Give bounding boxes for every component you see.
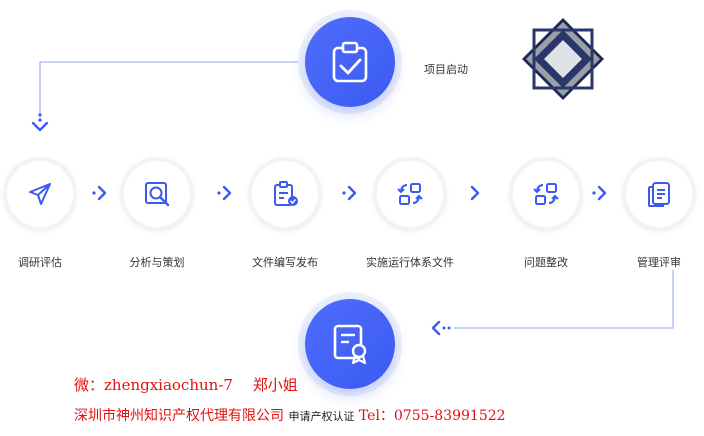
end-node (298, 292, 402, 396)
cycle-icon (533, 183, 559, 205)
step-5-label: 问题整改 (524, 256, 568, 269)
step-6-node (622, 157, 696, 231)
right-arrow-icon (592, 185, 607, 201)
step-2-node (120, 157, 194, 231)
company-watermark: 深圳市神州知识产权代理有限公司 申请产权认证 Tel：0755-83991522 (74, 405, 506, 425)
step-6-label: 管理评审 (637, 256, 681, 269)
step-1-label: 调研评估 (18, 256, 62, 269)
send-icon (29, 183, 51, 205)
phone-text: Tel：0755-83991522 (358, 408, 506, 424)
step-2-label: 分析与策划 (129, 256, 185, 269)
step-4-label: 实施运行体系文件 (366, 256, 454, 269)
contact-watermark: 微：zhengxiaochun-7 郑小姐 (74, 376, 298, 394)
cycle-icon (397, 183, 423, 205)
down-arrow-icon (31, 113, 49, 132)
start-node (298, 10, 402, 114)
clipboard-check-icon (274, 181, 298, 206)
right-arrow-icon (470, 185, 480, 201)
start-label: 项目启动 (424, 63, 468, 76)
magnifier-icon (145, 182, 170, 207)
company-name: 深圳市神州知识产权代理有限公司 (74, 408, 284, 424)
step-3-label: 文件编写发布 (252, 256, 318, 269)
right-arrow-icon (92, 185, 107, 201)
step-1-node (3, 157, 77, 231)
documents-icon (648, 182, 670, 207)
clipboard-check-icon (332, 41, 368, 83)
diamond-logo (522, 18, 604, 100)
step-3-node (248, 157, 322, 231)
certificate-icon (333, 324, 367, 365)
right-arrow-icon (342, 185, 357, 201)
right-arrow-icon (217, 185, 232, 201)
service-text: 申请产权认证 (288, 410, 355, 423)
left-arrow-icon (431, 320, 451, 336)
step-4-node (373, 157, 447, 231)
step-5-node (509, 157, 583, 231)
